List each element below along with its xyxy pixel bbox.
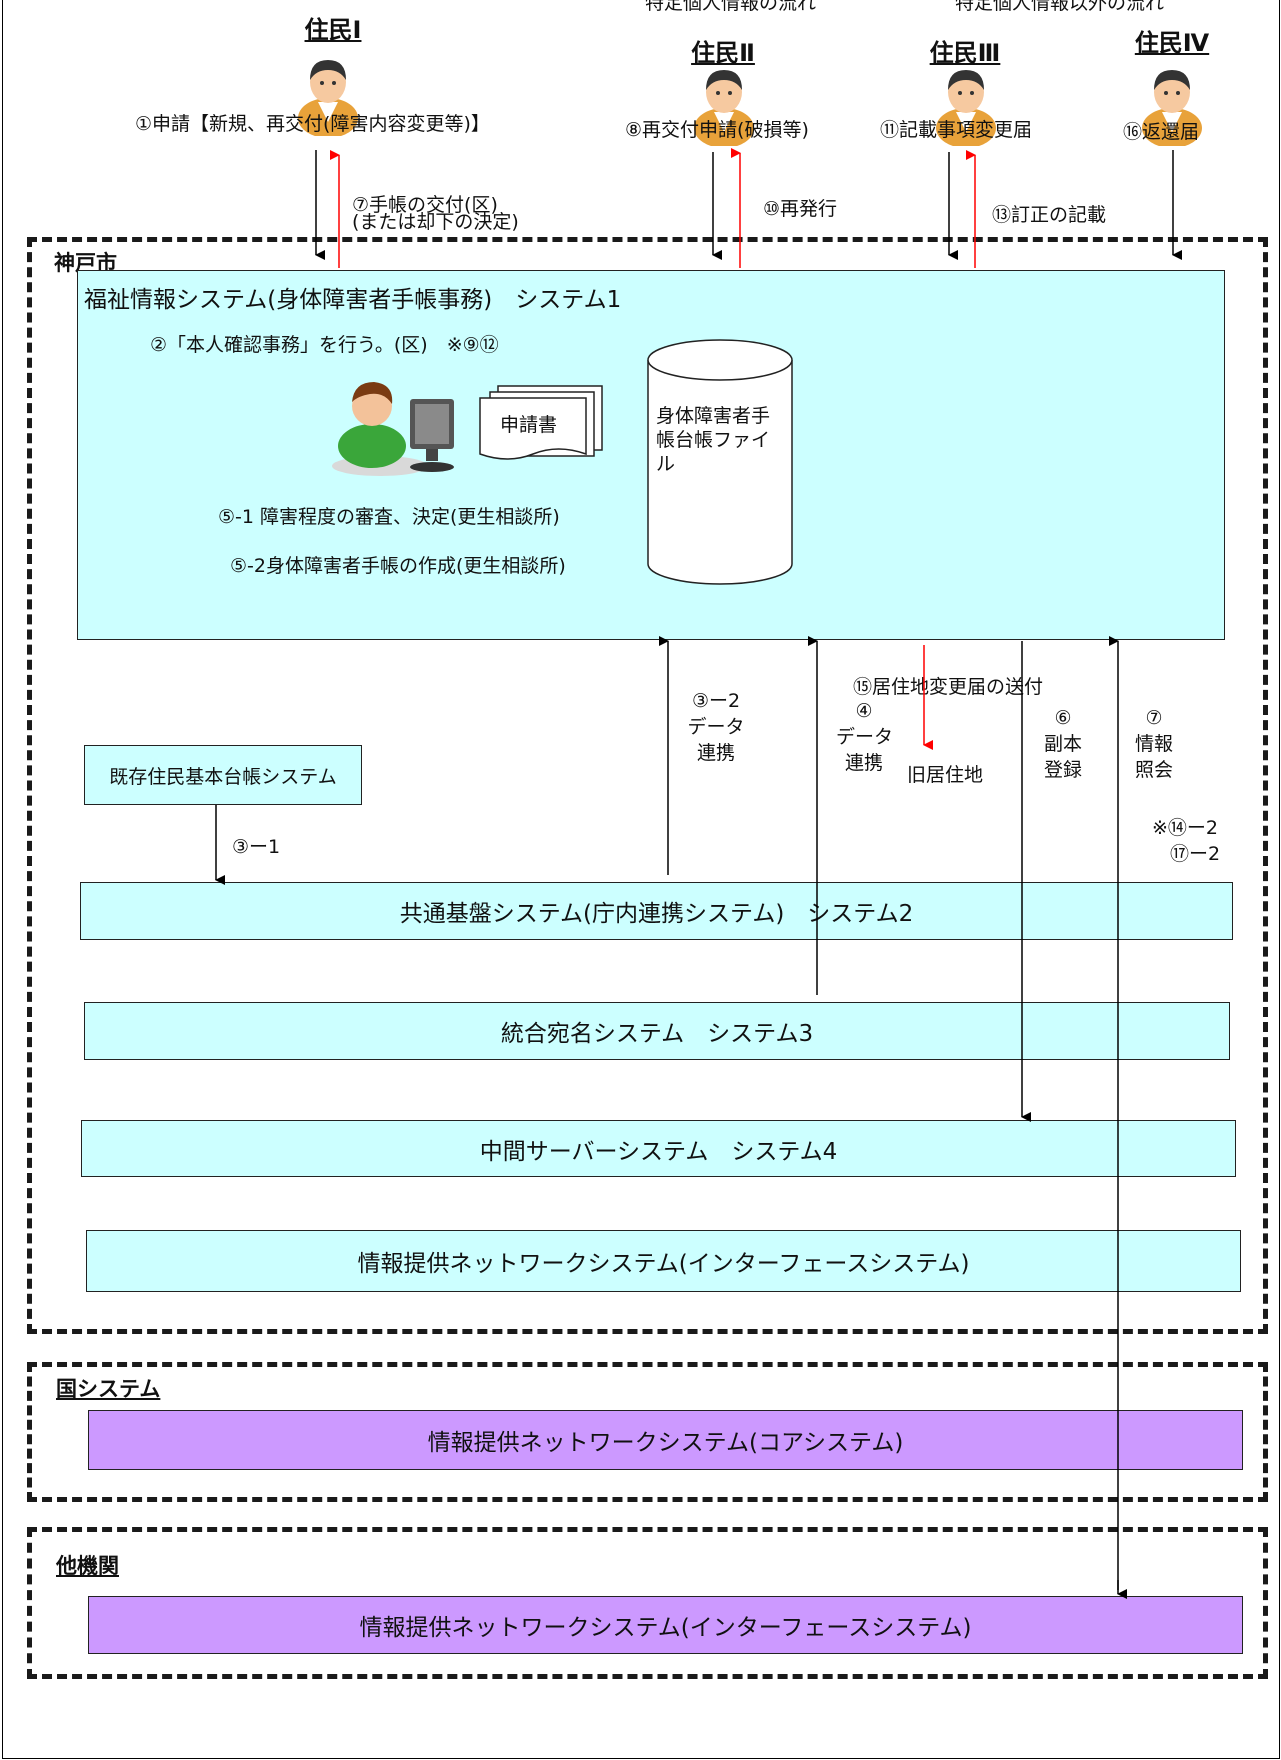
system2-box: 共通基盤システム(庁内連携システム) システム2 (80, 882, 1233, 940)
correction-label: ⑬訂正の記載 (992, 204, 1107, 226)
person-icon (694, 70, 754, 146)
database-icon (647, 339, 793, 585)
national-region (27, 1362, 1268, 1502)
reissue-apply-label: ⑧再交付申請(破損等) (625, 119, 809, 141)
core-system-label: 情報提供ネットワークシステム(コアシステム) (427, 1430, 904, 1456)
link-3-1-label: ③ー1 (232, 836, 281, 858)
national-title: 国システム (56, 1377, 161, 1401)
other-agency-title: 他機関 (56, 1554, 119, 1578)
person-icon (1142, 70, 1202, 146)
resident-1-label: 住民Ⅰ (304, 16, 362, 44)
note-14-label: ※⑭ー2 (1152, 817, 1219, 839)
resident-3-label: 住民Ⅲ (929, 39, 1001, 67)
deliver-label-2: (または却下の決定) (352, 211, 519, 233)
identity-check-label: ②「本人確認事務」を行う。(区) ※⑨⑫ (150, 334, 499, 356)
caption-personal-flow: 特定個人情報の流れ (645, 0, 817, 14)
resident-4-label: 住民Ⅳ (1134, 29, 1210, 57)
system2-label: 共通基盤システム(庁内連携システム) システム2 (399, 901, 914, 927)
return-notice-label: ⑯返還届 (1123, 121, 1200, 143)
computer-icon (410, 399, 454, 472)
person-icon (936, 70, 996, 146)
system3-label: 統合宛名システム システム3 (500, 1021, 814, 1047)
change-notice-label: ⑪記載事項変更届 (880, 119, 1033, 141)
existing-registry-label: 既存住民基本台帳システム (109, 765, 337, 788)
step5-1-label: ⑤-1 障害程度の審査、決定(更生相談所) (218, 506, 560, 528)
system4-box: 中間サーバーシステム システム4 (81, 1120, 1236, 1177)
existing-registry-system: 既存住民基本台帳システム (84, 745, 362, 805)
system4-label: 中間サーバーシステム システム4 (479, 1138, 838, 1165)
person-icon (298, 60, 358, 136)
core-system-box: 情報提供ネットワークシステム(コアシステム) (88, 1410, 1243, 1470)
deliver-label-1: ⑦手帳の交付(区) (352, 194, 498, 216)
system3-box: 統合宛名システム システム3 (84, 1002, 1230, 1060)
other-agency-region (27, 1527, 1268, 1679)
interface-system-box: 情報提供ネットワークシステム(インターフェースシステム) (86, 1230, 1241, 1292)
kobe-region (27, 237, 1268, 1334)
system1-title: 福祉情報システム(身体障害者手帳事務) システム1 (84, 287, 622, 313)
document-label: 申請書 (500, 414, 558, 436)
database-label: 身体障害者手帳台帳ファイル (656, 405, 771, 475)
interface-system-label: 情報提供ネットワークシステム(インターフェースシステム) (357, 1251, 970, 1277)
link-15-label: ⑮居住地変更届の送付 (853, 676, 1044, 698)
resident-2-label: 住民Ⅱ (691, 39, 755, 67)
document-icon (479, 385, 603, 460)
step5-2-label: ⑤-2身体障害者手帳の作成(更生相談所) (230, 555, 566, 577)
note-17-label: ⑰ー2 (1170, 843, 1221, 865)
operator-icon (332, 382, 428, 476)
other-interface-system-box: 情報提供ネットワークシステム(インターフェースシステム) (88, 1596, 1243, 1654)
other-interface-system-label: 情報提供ネットワークシステム(インターフェースシステム) (359, 1615, 972, 1641)
caption-non-personal-flow: 特定個人情報以外の流れ (955, 0, 1165, 14)
reissue-label: ⑩再発行 (763, 198, 838, 220)
old-address-label: 旧居住地 (907, 764, 984, 786)
apply-label: ①申請【新規、再交付(障害内容変更等)】 (135, 113, 490, 135)
